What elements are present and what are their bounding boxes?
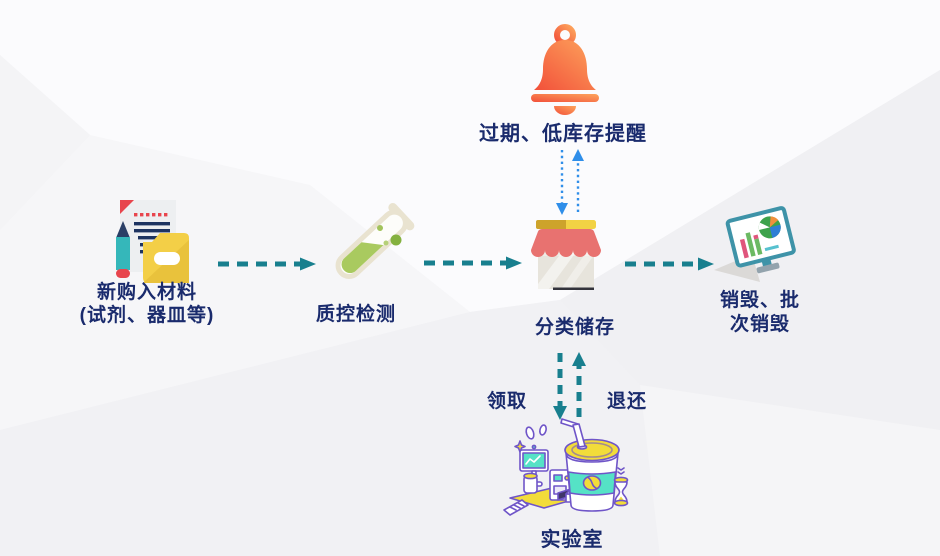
materials-label: 新购入材料 (试剂、器皿等)	[57, 281, 237, 327]
destruction-label-line2: 次销毁	[729, 314, 790, 335]
alert-label: 过期、低库存提醒	[479, 123, 647, 145]
arrow-storage-to-destruction	[625, 257, 714, 271]
arrow-storage-to-lab	[553, 352, 586, 420]
lab-label: 实验室	[540, 529, 604, 551]
store-icon	[523, 218, 611, 294]
return-label: 退还	[606, 391, 647, 412]
documents-folder-icon	[106, 194, 192, 286]
qc-label: 质控检测	[315, 304, 396, 325]
monitor-chart-icon	[712, 206, 804, 290]
destruction-label: 销毁、批 次销毁	[702, 289, 818, 337]
arrow-storage-to-alert	[556, 149, 584, 215]
bell-icon	[527, 24, 603, 116]
materials-label-line1: 新购入材料	[96, 282, 197, 303]
arrow-materials-to-qc	[218, 257, 316, 271]
materials-label-line2: (试剂、器皿等)	[79, 305, 215, 326]
collect-label: 领取	[486, 391, 527, 412]
laboratory-icon	[500, 418, 632, 522]
destruction-label-line1: 销毁、批	[719, 290, 800, 311]
storage-label: 分类储存	[534, 317, 615, 338]
arrow-qc-to-storage	[424, 256, 522, 270]
test-tube-icon	[324, 198, 418, 292]
